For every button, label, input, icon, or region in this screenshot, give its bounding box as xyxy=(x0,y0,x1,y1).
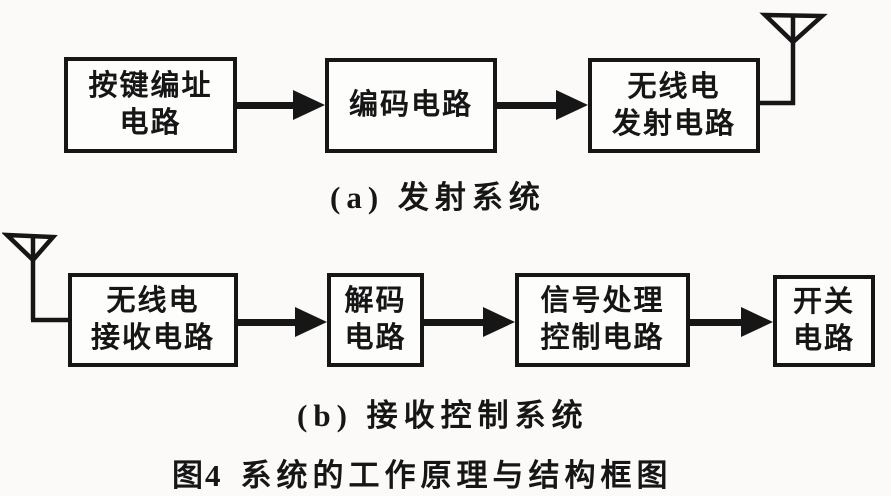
arrow-head xyxy=(741,307,773,337)
figure-number: 图4 xyxy=(172,458,223,493)
block-decoder-circuit: 解码 电路 xyxy=(327,273,424,367)
antenna-icon xyxy=(2,230,72,325)
arrow-head xyxy=(483,307,515,337)
block-label: 无线电 接收电路 xyxy=(90,285,215,354)
flow-arrow-icon xyxy=(237,90,325,120)
flow-arrow-icon xyxy=(497,90,588,120)
block-label: 开关 电路 xyxy=(792,286,855,355)
arrow-shaft xyxy=(497,101,556,109)
block-radio-transmitter-circuit: 无线电 发射电路 xyxy=(588,58,760,153)
block-label: 无线电 发射电路 xyxy=(611,70,736,140)
block-signal-processing-control-circuit: 信号处理 控制电路 xyxy=(515,273,690,367)
arrow-head xyxy=(295,307,327,337)
arrow-shaft xyxy=(237,101,293,109)
block-label: 解码 电路 xyxy=(344,285,407,354)
flow-arrow-icon xyxy=(424,307,515,337)
antenna-icon xyxy=(755,10,830,110)
caption-receiver-control-system: (b) 接收控制系统 xyxy=(297,398,589,433)
block-label: 编码电路 xyxy=(348,89,473,122)
figure-title: 系统的工作原理与结构框图 xyxy=(240,458,673,493)
flow-arrow-icon xyxy=(690,307,773,337)
block-radio-receiver-circuit: 无线电 接收电路 xyxy=(68,273,238,367)
caption-transmitter-system: (a) 发射系统 xyxy=(330,180,546,215)
block-encoder-circuit: 编码电路 xyxy=(325,58,497,153)
arrow-head xyxy=(293,90,325,120)
arrow-shaft xyxy=(690,318,741,326)
block-label: 信号处理 控制电路 xyxy=(540,285,665,354)
arrow-head xyxy=(556,90,588,120)
block-key-addressing-circuit: 按键编址 电路 xyxy=(64,57,237,153)
arrow-shaft xyxy=(238,318,295,326)
block-switch-circuit: 开关 电路 xyxy=(773,275,875,367)
flow-arrow-icon xyxy=(238,307,327,337)
block-label: 按键编址 电路 xyxy=(88,70,213,139)
figure-caption: 图4 系统的工作原理与结构框图 xyxy=(172,450,673,495)
arrow-shaft xyxy=(424,318,483,326)
